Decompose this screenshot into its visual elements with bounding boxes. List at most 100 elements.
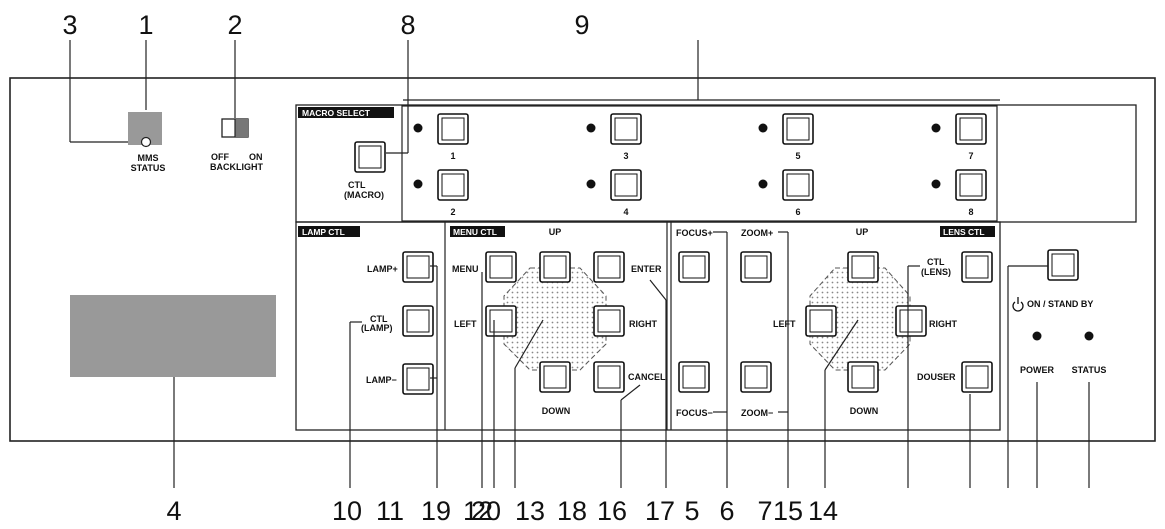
lamp-ctl-title: LAMP CTL [302,227,345,237]
macro-led-3 [586,123,596,133]
macro-label-7: 7 [968,151,973,161]
callout-bottom: 14 [808,496,838,526]
mms-status-led [140,136,152,148]
status-label: STATUS [1072,365,1107,375]
backlight-off-label: OFF [211,152,229,162]
callout-bottom: 19 [421,496,451,526]
macro-label-3: 3 [623,151,628,161]
macro-button-4[interactable] [610,169,642,201]
lamp-ctl-button[interactable] [402,305,434,337]
macro-label-6: 6 [795,207,800,217]
bottom-leader-lines [173,231,1090,488]
menu-ctl-title: MENU CTL [453,227,497,237]
callout-bottom: 16 [597,496,627,526]
focus-minus-label: FOCUS− [676,408,713,418]
macro-button-2[interactable] [437,169,469,201]
lens-down-button[interactable] [847,361,879,393]
power-led [1032,331,1042,341]
menu-enter-label: ENTER [631,264,662,274]
zoom-plus-label: ZOOM+ [741,228,773,238]
menu-menu-label: MENU [452,264,479,274]
lens-ctl-button[interactable] [961,251,993,283]
macro-ctl-label-1: CTL [348,180,366,190]
backlight-switch[interactable] [221,118,249,138]
lens-up-button[interactable] [847,251,879,283]
focus-minus-button[interactable] [678,361,710,393]
macro-button-1[interactable] [437,113,469,145]
lens-left-button[interactable] [805,305,837,337]
macro-label-4: 4 [623,207,628,217]
callout-bottom: 17 [645,496,675,526]
callout-bottom: 12 [463,496,493,526]
macro-button-7[interactable] [955,113,987,145]
macro-label-8: 8 [968,207,973,217]
on-standby-button[interactable] [1047,249,1079,281]
douser-button[interactable] [961,361,993,393]
mms-status-label-1: MMS [138,153,159,163]
macro-led-2 [413,179,423,189]
menu-dpad [503,267,607,371]
macro-ctl-button[interactable] [354,141,386,173]
macro-select-section [295,104,1137,223]
callout-top: 8 [400,10,415,40]
macro-led-4 [586,179,596,189]
menu-button[interactable] [485,251,517,283]
cancel-button[interactable] [593,361,625,393]
down-button[interactable] [539,361,571,393]
menu-up-label: UP [549,227,562,237]
lamp-plus-button[interactable] [402,251,434,283]
callout-bottom: 5 [684,496,699,526]
macro-ctl-label-2: (MACRO) [344,190,384,200]
display-window [70,295,276,377]
button-layer [354,113,1094,395]
macro-select-tag [298,107,394,118]
lamp-plus-label: LAMP+ [367,264,398,274]
callout-bottom: 11 [376,496,404,526]
focus-plus-label: FOCUS+ [676,228,713,238]
macro-button-area [401,105,998,222]
lamp-ctl-label-2: (LAMP) [361,323,393,333]
power-label: POWER [1020,365,1055,375]
zoom-minus-label: ZOOM− [741,408,773,418]
macro-label-5: 5 [795,151,800,161]
menu-ctl-tag [450,226,505,237]
callout-bottom: 10 [332,496,362,526]
lens-ctl-label-2: (LENS) [921,267,951,277]
lamp-minus-label: LAMP− [366,375,397,385]
lens-douser-label: DOUSER [917,372,956,382]
callout-bottom: 6 [719,496,734,526]
zoom-minus-button[interactable] [740,361,772,393]
macro-select-title: MACRO SELECT [302,108,371,118]
menu-left-label: LEFT [454,319,477,329]
callout-bottom: 20 [471,496,501,526]
macro-button-3[interactable] [610,113,642,145]
power-standby-icon [1012,297,1024,312]
macro-label-2: 2 [450,207,455,217]
menu-down-label: DOWN [542,406,571,416]
macro-button-5[interactable] [782,113,814,145]
mms-status-label-2: STATUS [131,163,166,173]
macro-button-6[interactable] [782,169,814,201]
menu-cancel-label: CANCEL [628,372,666,382]
panel-outline [9,77,1156,442]
right-button[interactable] [593,305,625,337]
backlight-label: BACKLIGHT [210,162,263,172]
macro-led-7 [931,123,941,133]
lamp-minus-button[interactable] [402,363,434,395]
macro-led-8 [931,179,941,189]
callout-top: 3 [62,10,77,40]
macro-button-8[interactable] [955,169,987,201]
callout-bottom: 18 [557,496,587,526]
left-button[interactable] [485,305,517,337]
focus-plus-button[interactable] [678,251,710,283]
enter-button[interactable] [593,251,625,283]
menu-right-label: RIGHT [629,319,658,329]
macro-led-6 [758,179,768,189]
lamp-ctl-label-1: CTL [370,314,388,324]
lamp-ctl-tag [298,226,360,237]
up-button[interactable] [539,251,571,283]
zoom-plus-button[interactable] [740,251,772,283]
lens-right-button[interactable] [895,305,927,337]
backlight-on-label: ON [249,152,263,162]
